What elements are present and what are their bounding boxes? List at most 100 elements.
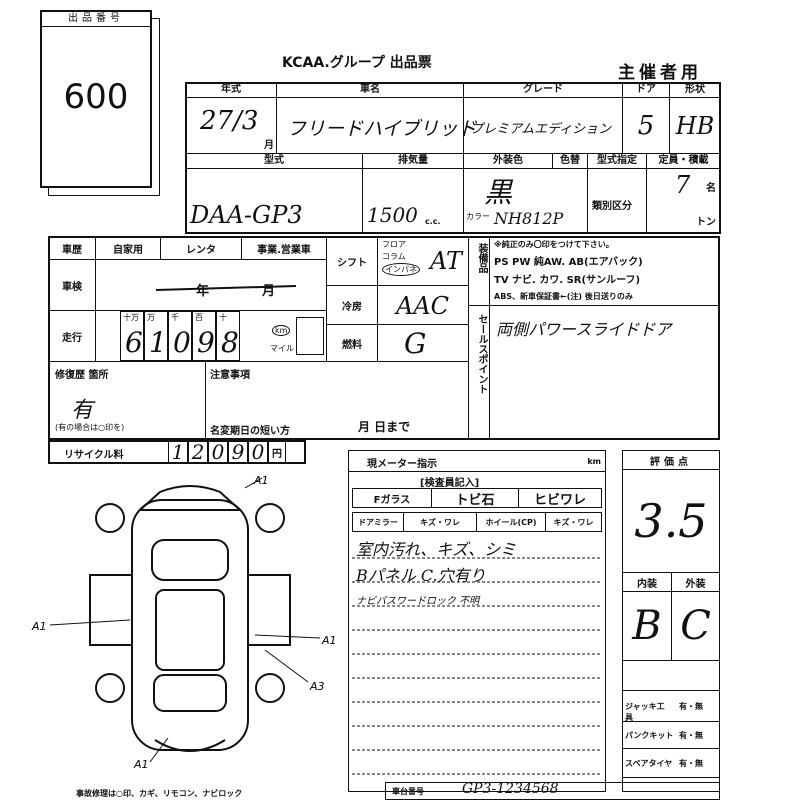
header-shift: シフト <box>326 236 378 286</box>
equipment-line-1: PS PW 純AW. AB(エアバック) <box>494 257 643 268</box>
check-puncture-kit: パンクキット 有・無 <box>622 721 720 749</box>
lot-number: 600 <box>63 77 129 117</box>
header-fuel: 燃料 <box>326 324 378 362</box>
repair-cell: 修復歴 箇所 有 (有の場合は○印を) <box>48 361 206 439</box>
score-value-cell: 3.5 <box>622 469 720 573</box>
interior-label: 内装 <box>622 572 672 592</box>
damage-pointer <box>264 649 309 683</box>
header-ac: 冷房 <box>326 285 378 325</box>
ton-unit: トン <box>696 217 716 228</box>
fuel-value: G <box>404 327 427 360</box>
meter-row: 現メーター指示 km <box>348 450 606 472</box>
inspector-note-1: 室内汚れ、キズ、シミ <box>356 540 517 559</box>
car-right-side-panel <box>247 574 291 646</box>
displacement-cell: 1500 c.c. <box>362 168 464 234</box>
color-value: 黒 <box>484 176 513 209</box>
chipped-stone: トビ石 <box>431 488 519 508</box>
check-jack: ジャッキ工具 有・無 <box>622 690 720 722</box>
recycle-digits: 1 2 0 9 0 円 <box>168 440 286 464</box>
model-cell: DAA-GP3 <box>185 168 363 234</box>
color-code-label: カラー <box>466 212 490 221</box>
header-year: 年式 <box>185 82 277 98</box>
mileage-dash-box <box>296 317 324 355</box>
header-shape: 形状 <box>669 82 721 98</box>
header-grade: グレード <box>463 82 623 98</box>
check-jack-value: 有・無 <box>679 702 703 711</box>
equipment-line-3: ABS、新車保証書←(注) 後日送りのみ <box>494 292 633 301</box>
equipment-note: ※純正のみ〇印をつけて下さい。 <box>494 240 614 249</box>
name-change-label: 名変期日の短い方 <box>210 426 290 437</box>
recycle-digit: 9 <box>228 440 248 464</box>
equipment-line-2: TV ナビ. カワ. SR(サンルーフ) <box>494 275 641 286</box>
wheel-rear-right <box>255 673 285 703</box>
shift-value: AT <box>430 247 463 275</box>
serial-cell: 車台番号 GP3-1234568 <box>385 781 720 800</box>
model-value: DAA-GP3 <box>190 201 303 229</box>
form-title: KCAA.グループ 出品票 <box>282 55 432 71</box>
equipment-label-cell: 装備品 <box>468 236 490 306</box>
meter-label: 現メーター指示 <box>367 459 437 470</box>
exterior-value: C <box>680 603 711 649</box>
wheel-cp: ホイール(CP) <box>476 512 546 532</box>
shape-value: HB <box>675 111 715 140</box>
lot-number-header: 出品番号 <box>42 12 150 27</box>
color-cell: 黒 カラー NH812P <box>463 168 588 234</box>
shift-option-panel: インパネ <box>382 263 420 276</box>
car-front-outline <box>137 485 243 511</box>
sales-point-value: 両側パワースライドドア <box>496 320 672 339</box>
year-value: 27/3 <box>200 106 259 136</box>
sales-point-label: セールスポイント <box>476 314 487 394</box>
header-rental: レンタ <box>160 236 242 260</box>
recycle-label: リサイクル料 <box>64 450 124 461</box>
lot-number-box-shadow: 出品番号 600 <box>40 10 152 188</box>
sales-point-cell: 両側パワースライドドア <box>489 305 720 439</box>
serial-label: 車台番号 <box>392 787 424 796</box>
car-left-side-panel <box>89 574 133 646</box>
interior-value-cell: B <box>622 591 672 661</box>
score-label: 評価点 <box>622 450 720 470</box>
car-rear-window <box>153 674 227 712</box>
inspector-header: [検査員記入] <box>420 478 480 489</box>
name-cell: フリードハイブリッド <box>276 97 477 154</box>
class-cell: 類別区分 <box>587 168 647 234</box>
car-damage-diagram: A1 A1 A1 A3 A1 <box>31 474 337 770</box>
header-registration: 車歴 <box>48 236 96 260</box>
recycle-digit: 1 <box>168 440 188 464</box>
header-shaken: 車検 <box>48 259 96 311</box>
serial-value: GP3-1234568 <box>462 781 559 797</box>
check-spare-tire: スペアタイヤ 有・無 <box>622 748 720 778</box>
organizer-label: 主催者用 <box>618 63 702 83</box>
name-value: フリードハイブリッド <box>287 118 477 140</box>
doors-value: 5 <box>637 110 655 141</box>
shift-option-floor: フロア <box>382 240 406 249</box>
year-month-unit: 月 <box>264 140 274 151</box>
damage-pointer <box>254 634 321 639</box>
header-exterior-color: 外装色 <box>463 153 553 169</box>
exterior-value-cell: C <box>671 591 720 661</box>
header-private-use: 自家用 <box>95 236 161 260</box>
wheel-front-left <box>95 503 125 533</box>
check-jack-label: ジャッキ工具 <box>625 702 665 722</box>
footer-left: 事故修理は○印、カギ、リモコン、ナビロック <box>76 789 243 798</box>
meter-km-unit: km <box>587 457 601 466</box>
damage-pointer <box>244 477 263 489</box>
crack: ヒビワレ <box>518 488 602 508</box>
recycle-digit: 0 <box>208 440 228 464</box>
exterior-label: 外装 <box>671 572 720 592</box>
inspector-lines <box>352 557 602 775</box>
wheel-damage: キズ・ワレ <box>545 512 602 532</box>
equipment-cell: ※純正のみ〇印をつけて下さい。 PS PW 純AW. AB(エアバック) TV … <box>489 236 720 306</box>
shift-option-column: コラム <box>382 252 406 261</box>
door-mirror-damage: キズ・ワレ <box>403 512 477 532</box>
header-capacity: 定員・積載 <box>646 153 721 169</box>
interior-value: B <box>632 603 662 649</box>
damage-label: A1 <box>253 474 269 487</box>
notes-label: 注意事項 <box>210 370 250 381</box>
doors-cell: 5 <box>622 97 670 154</box>
ac-value: AAC <box>396 292 450 320</box>
